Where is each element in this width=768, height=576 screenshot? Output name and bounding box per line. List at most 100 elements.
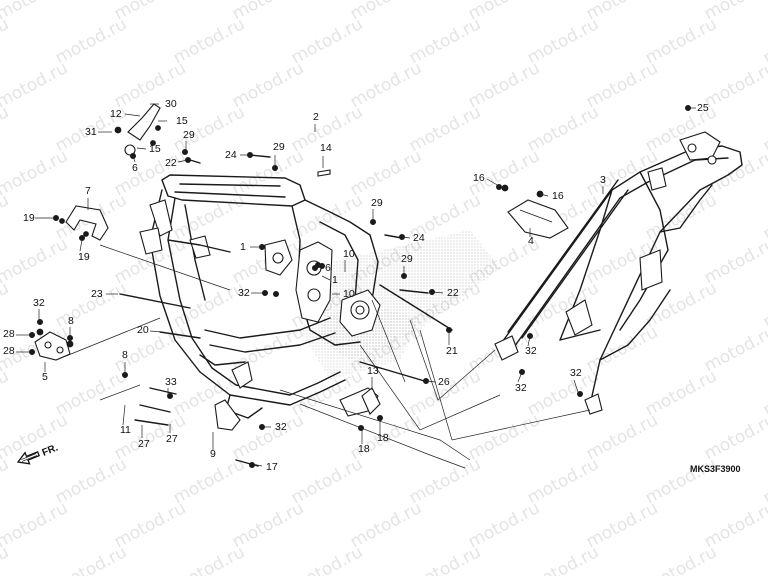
front-arrow-icon xyxy=(16,451,40,465)
watermark-text: motod.ru xyxy=(229,146,307,200)
callout-number: 13 xyxy=(367,365,379,377)
callout-number: 20 xyxy=(137,324,149,336)
callout-number: 21 xyxy=(446,345,458,357)
watermark-text: motod.ru xyxy=(111,498,189,552)
callout-leader xyxy=(136,147,147,150)
callout-leader xyxy=(573,379,579,393)
callout-number: 27 xyxy=(166,433,178,445)
watermark-text: motod.ru xyxy=(229,498,307,552)
callout-number: 24 xyxy=(413,232,425,244)
callout-number: 17 xyxy=(266,461,278,473)
callout-leader xyxy=(517,371,523,383)
callout-leader xyxy=(527,335,531,347)
callout-number: 8 xyxy=(68,315,74,327)
watermark-text: motod.ru xyxy=(0,102,12,156)
watermark-text: motod.ru xyxy=(524,542,602,576)
watermark-text: motod.ru xyxy=(347,498,425,552)
watermark-text: motod.ru xyxy=(347,58,425,112)
long-bolts xyxy=(119,154,453,467)
callout-leader xyxy=(251,463,263,467)
callout-leader xyxy=(425,380,437,383)
watermark-text: motod.ru xyxy=(0,58,71,112)
rear-subframe xyxy=(494,131,743,415)
callout-number: 30 xyxy=(165,98,177,110)
callout-number: 18 xyxy=(377,432,389,444)
watermark-text: motod.ru xyxy=(0,14,12,68)
watermark-text: motod.ru xyxy=(760,542,768,576)
callout-leader xyxy=(79,239,83,252)
watermark-text: motod.ru xyxy=(642,542,720,576)
watermark-text: motod.ru xyxy=(0,190,12,244)
watermark-text: motod.ru xyxy=(583,410,661,464)
callout-leader xyxy=(132,155,136,163)
watermark-text: motod.ru xyxy=(583,322,661,376)
watermark-text: motod.ru xyxy=(524,102,602,156)
callout-number: 22 xyxy=(447,287,459,299)
watermark-text: motod.ru xyxy=(0,0,71,24)
callout-number: 8 xyxy=(122,349,128,361)
watermark-text: motod.ru xyxy=(229,410,307,464)
watermark-text: motod.ru xyxy=(406,542,484,576)
callout-leader xyxy=(401,236,411,239)
watermark-text: motod.ru xyxy=(52,278,130,332)
callout-number: 15 xyxy=(176,115,188,127)
callout-number: 16 xyxy=(473,172,485,184)
watermark-text: motod.ru xyxy=(0,234,71,288)
watermark-text: motod.ru xyxy=(406,102,484,156)
callout-number: 33 xyxy=(165,376,177,388)
callout-leader xyxy=(431,291,444,294)
watermark-text: motod.ru xyxy=(406,14,484,68)
leader-lines xyxy=(16,103,696,467)
small-parts xyxy=(28,103,692,468)
callout-number: 7 xyxy=(85,185,91,197)
reference-lines xyxy=(65,244,591,469)
callout-number: 6 xyxy=(325,262,331,274)
watermark-text: motod.ru xyxy=(347,146,425,200)
callout-leader xyxy=(321,275,331,281)
callout-number: 22 xyxy=(165,157,177,169)
callout-number: 10 xyxy=(343,288,355,300)
watermark-text: motod.ru xyxy=(288,454,366,508)
callout-number: 29 xyxy=(401,253,413,265)
bolt-icon xyxy=(577,390,584,397)
watermark-text: motod.ru xyxy=(229,58,307,112)
watermark-text: motod.ru xyxy=(170,454,248,508)
callout-number: 3 xyxy=(600,174,606,186)
callout-number: 32 xyxy=(33,297,45,309)
watermark-text: motod.ru xyxy=(0,366,12,420)
watermark-text: motod.ru xyxy=(52,454,130,508)
watermark-text: motod.ru xyxy=(642,454,720,508)
bolt-icon xyxy=(376,414,383,421)
callout-leader xyxy=(539,193,549,197)
callout-number: 11 xyxy=(120,424,131,436)
callout-number: 9 xyxy=(210,448,216,460)
callout-number: 25 xyxy=(697,102,709,114)
watermark-text: motod.ru xyxy=(642,278,720,332)
callout-number: 29 xyxy=(273,141,285,153)
watermark-text: motod.ru xyxy=(0,278,12,332)
callout-number: 1 xyxy=(240,241,246,253)
watermark-text: motod.ru xyxy=(642,14,720,68)
callout-number: 28 xyxy=(3,345,15,357)
callout-number: 32 xyxy=(515,382,527,394)
watermark-text: motod.ru xyxy=(583,58,661,112)
watermark-text: motod.ru xyxy=(288,542,366,576)
watermark-text: motod.ru xyxy=(465,410,543,464)
front-direction-label: FR. xyxy=(41,442,60,458)
callout-number: 27 xyxy=(138,438,150,450)
watermark-text: motod.ru xyxy=(406,454,484,508)
watermark-text: motod.ru xyxy=(288,14,366,68)
callout-layer: 1123456678891010111213141515161617181819… xyxy=(3,98,709,473)
bolt-icon xyxy=(79,234,86,241)
callout-number: 26 xyxy=(438,376,450,388)
callout-number: 32 xyxy=(275,421,287,433)
callout-leader xyxy=(317,264,325,268)
bolt-icon xyxy=(37,318,44,325)
callout-number: 5 xyxy=(42,371,48,383)
callout-number: 14 xyxy=(320,142,332,154)
callout-number: 10 xyxy=(343,248,355,260)
watermark-text: motod.ru xyxy=(583,498,661,552)
watermark-text: motod.ru xyxy=(642,366,720,420)
callout-number: 12 xyxy=(110,108,122,120)
